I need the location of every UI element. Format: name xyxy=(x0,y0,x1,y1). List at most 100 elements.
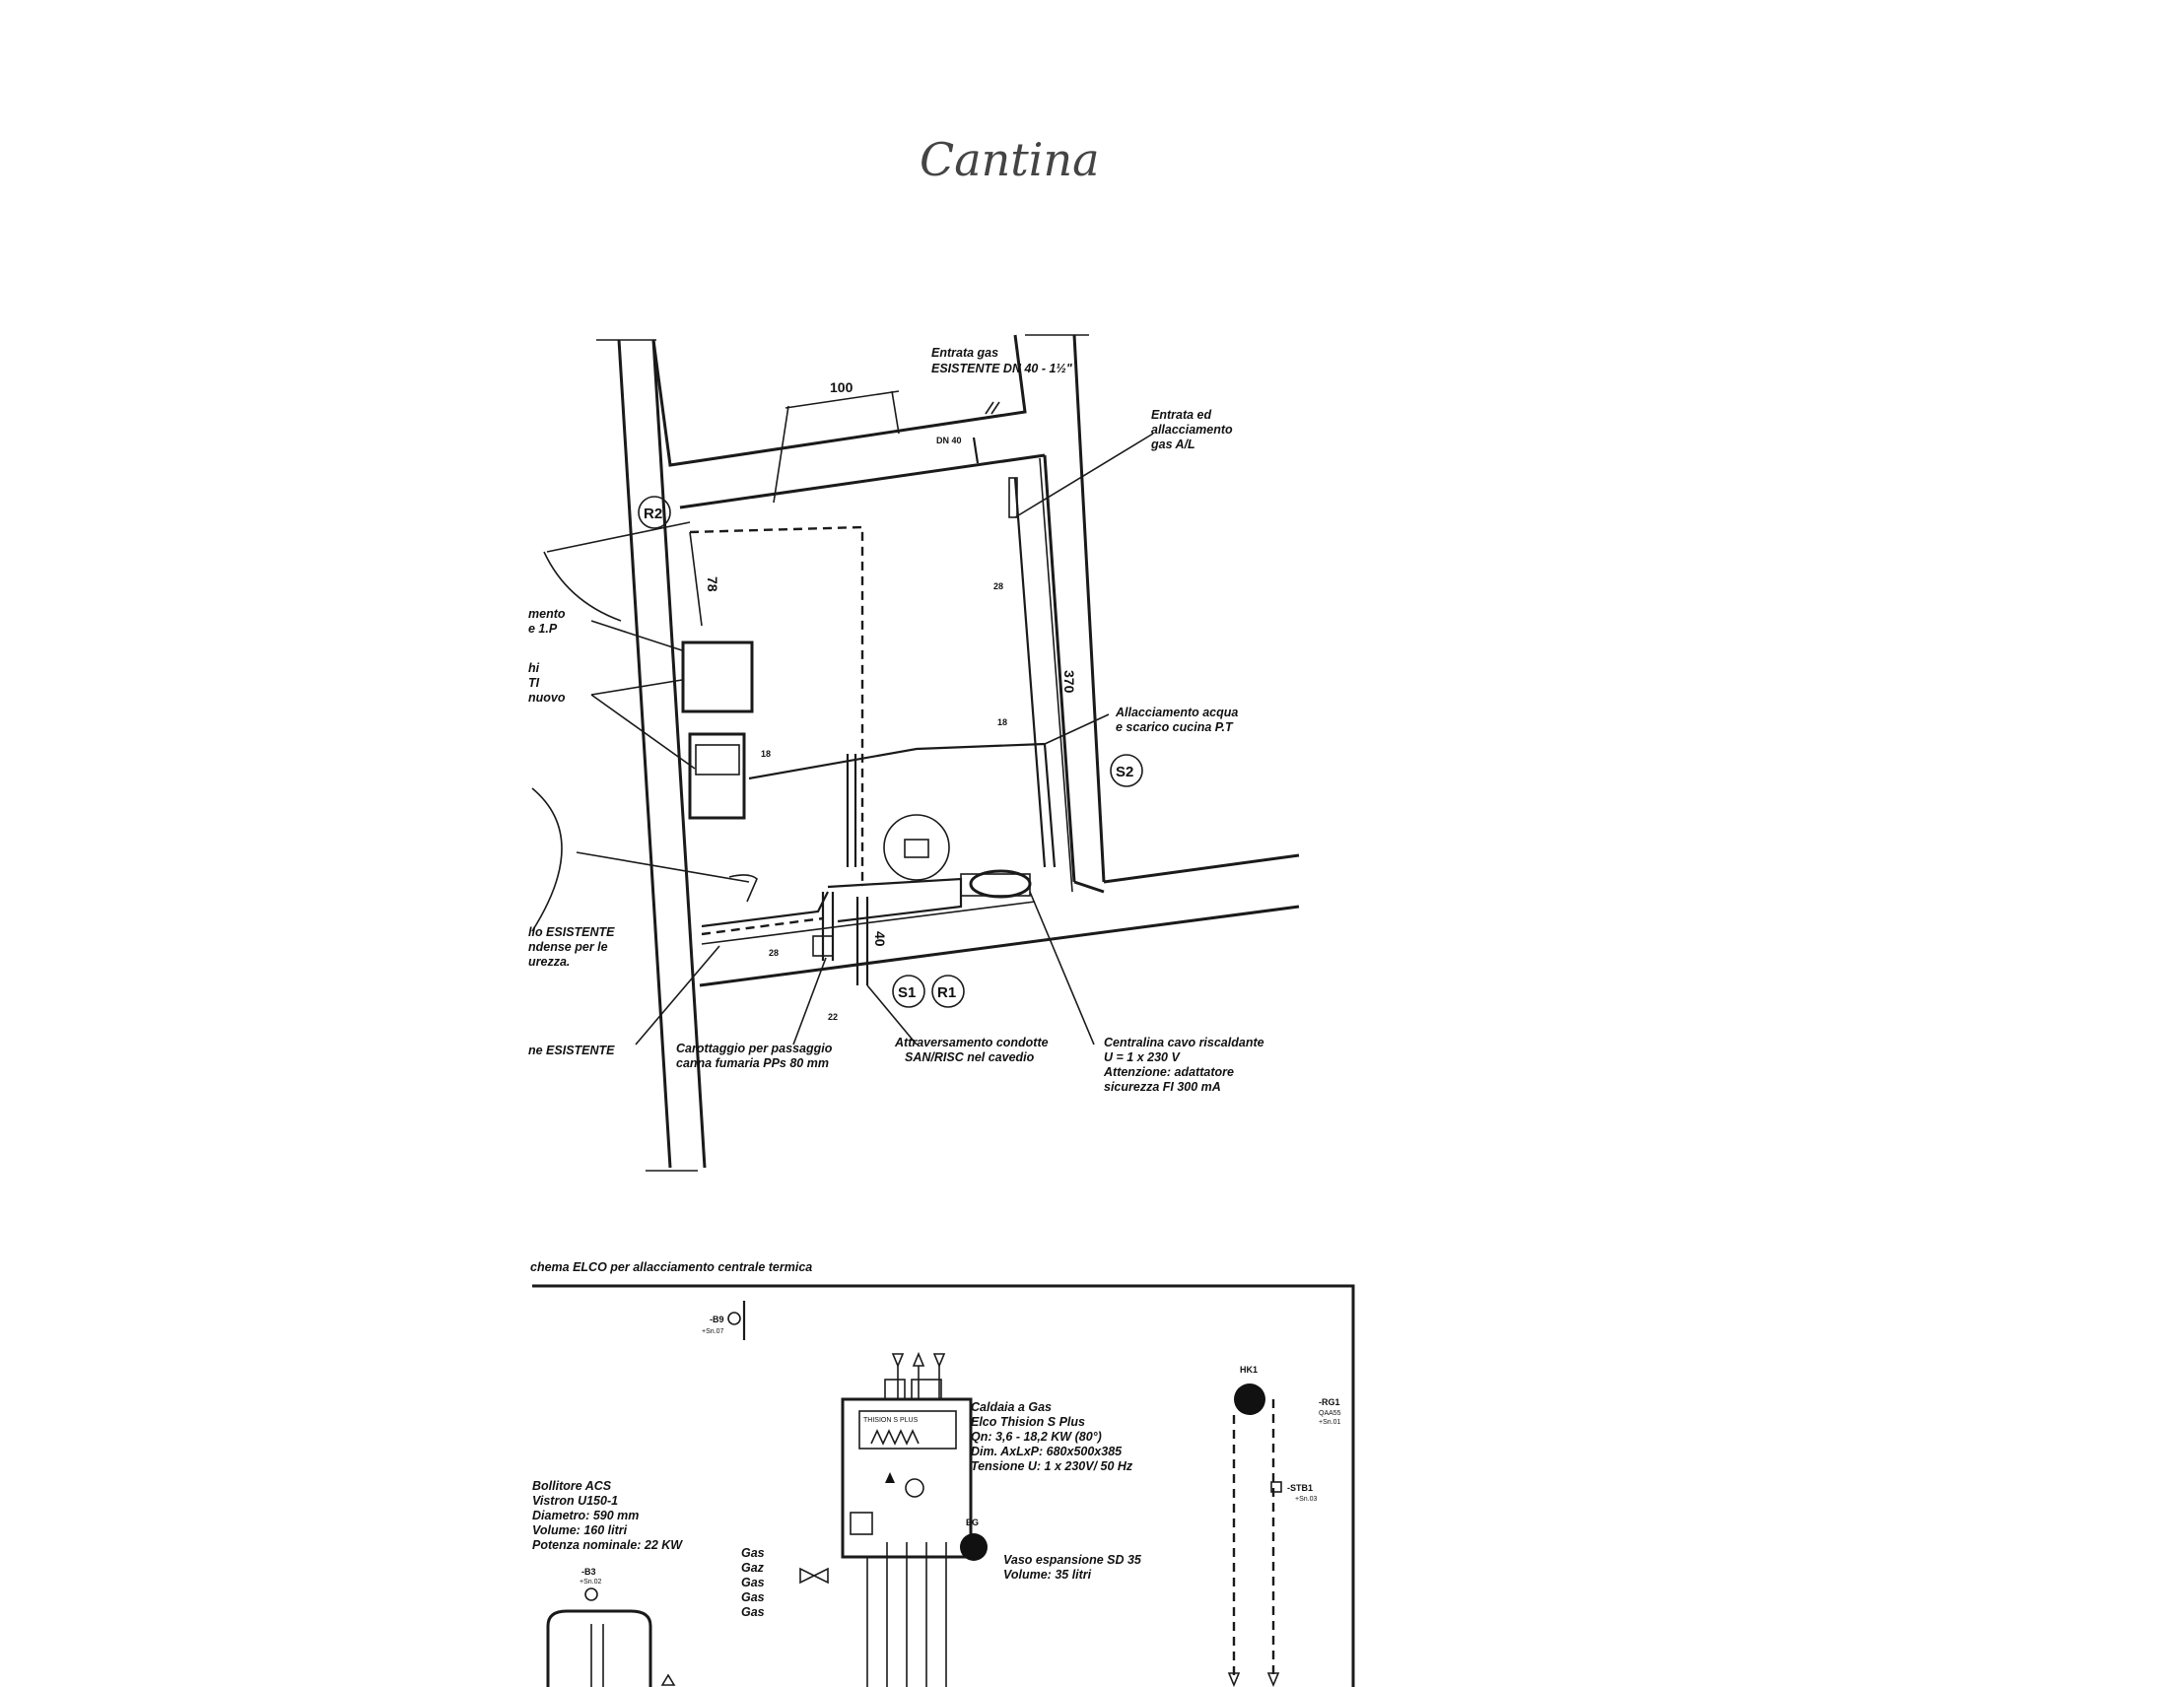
dim100-line xyxy=(785,390,900,409)
scheme-b9-sub: +Sn.07 xyxy=(702,1328,723,1335)
wall-left-outer xyxy=(617,339,672,1169)
label-boiler: Caldaia a Gas Elco Thision S Plus Qn: 3,… xyxy=(971,1400,1133,1473)
pipe-left-to-boiler xyxy=(701,891,829,928)
label-gas-entry: Entrata gas ESISTENTE DN 40 - 1½" xyxy=(931,346,1073,375)
wall-top-inner xyxy=(679,453,1046,509)
wall-bottom xyxy=(699,905,1300,987)
marker-s1: S1 xyxy=(892,975,925,1008)
pipe-18-right: 18 xyxy=(997,717,1007,727)
wall-left-inner xyxy=(651,339,707,1169)
dim-370: 370 xyxy=(1061,670,1077,694)
boiler-block: THISION S PLUS xyxy=(841,1351,973,1687)
left-arc-top xyxy=(543,551,622,622)
dn40-tick-1 xyxy=(985,401,994,415)
b9-sensor-icon xyxy=(727,1312,741,1325)
arrow-down-icon xyxy=(891,1353,905,1369)
wall-right-join xyxy=(1073,880,1105,894)
scheme-rg1: -RG1 xyxy=(1319,1397,1340,1407)
wall-right-outer xyxy=(1072,334,1106,883)
marker-s2: S2 xyxy=(1110,754,1143,787)
label-coring: Carottaggio per passaggio canna fumaria … xyxy=(676,1042,836,1070)
tank-outline xyxy=(546,1609,652,1687)
leader-left-2a xyxy=(590,679,683,696)
dim100-ext-right xyxy=(891,390,900,435)
scheme-frame xyxy=(532,1284,1355,1687)
pipe-28-bottom: 28 xyxy=(769,948,779,958)
heating-unit-box xyxy=(960,873,1031,897)
leader-gas-connection xyxy=(1014,433,1154,518)
scheme-hk1: HK1 xyxy=(1240,1365,1258,1375)
label-tank: Bollitore ACS Vistron U150-1 Diametro: 5… xyxy=(532,1479,683,1552)
expansion-vessel-icon xyxy=(960,1533,988,1561)
hk1-pump-icon xyxy=(1234,1383,1265,1415)
boiler-control-box xyxy=(850,1512,873,1535)
flue-box xyxy=(812,935,834,957)
pipe-28-top: 28 xyxy=(993,581,1003,591)
gas-valve-icon xyxy=(799,1567,816,1585)
dim-100: 100 xyxy=(830,379,853,395)
boiler-top-box xyxy=(904,839,929,858)
pump-icon xyxy=(905,1478,924,1498)
leader-crossing xyxy=(866,984,918,1046)
label-left-cut-2: hi TI nuovo xyxy=(528,661,566,705)
box-lower-inner xyxy=(695,744,740,776)
label-left-cut-3: llo ESISTENTE ndense per le urezza. xyxy=(528,925,618,969)
box-lower xyxy=(688,732,746,820)
arrow-down-icon xyxy=(1266,1672,1280,1687)
wall-right-inner xyxy=(1043,454,1076,883)
label-left-cut-4: ne ESISTENTE xyxy=(528,1044,615,1057)
label-water-connection: Allacciamento acqua e scarico cucina P.T xyxy=(1115,706,1242,734)
label-left-cut-1: mento e 1.P xyxy=(528,607,569,636)
svg-text:S1: S1 xyxy=(898,984,916,1001)
boiler-badge: THISION S PLUS xyxy=(863,1417,919,1424)
dim78-line xyxy=(689,531,703,627)
elco-scheme: chema ELCO per allacciamento centrale te… xyxy=(530,1260,1355,1687)
svg-text:R1: R1 xyxy=(937,984,956,1001)
leader-heating-unit xyxy=(1029,891,1095,1046)
pipe-22: 22 xyxy=(828,1012,838,1022)
burner-zigzag xyxy=(870,1429,920,1446)
scheme-b3-sub: +Sn.02 xyxy=(580,1579,601,1586)
boiler-flue-circle xyxy=(883,814,950,881)
dim100-ext-left xyxy=(773,405,789,504)
marker-r1: R1 xyxy=(931,975,965,1008)
label-gas-connection: Entrata ed allacciamento gas A/L xyxy=(1150,408,1236,451)
arrow-up-icon xyxy=(912,1351,925,1367)
label-vessel: Vaso espansione SD 35 Volume: 35 litri xyxy=(1003,1553,1144,1582)
arrow-up-icon xyxy=(660,1673,676,1686)
wall-right-bottom xyxy=(1103,853,1300,884)
leader-coring xyxy=(792,957,827,1046)
boiler-manifold xyxy=(827,877,963,923)
floor-plan: 100 78 370 DN 40 28 18 18 xyxy=(528,334,1300,1172)
dim370-line xyxy=(1039,457,1073,893)
label-heating-unit: Centralina cavo riscaldante U = 1 x 230 … xyxy=(1103,1036,1267,1094)
scheme-stb1: -STB1 xyxy=(1287,1483,1313,1493)
leader-left-4 xyxy=(635,945,720,1046)
left-arc-bottom xyxy=(531,787,563,932)
handwritten-title: Cantina xyxy=(920,133,1100,186)
arrow-down-icon xyxy=(932,1353,946,1369)
leader-left-1 xyxy=(590,620,683,651)
warning-triangle-icon xyxy=(885,1472,895,1483)
pipe-left-dashed xyxy=(701,916,824,936)
heating-unit-ellipse xyxy=(969,869,1032,899)
scheme-eg: EG xyxy=(966,1518,979,1527)
scheme-b3: -B3 xyxy=(581,1567,596,1577)
scheme-b9: -B9 xyxy=(710,1315,724,1324)
gas-valve-icon-b xyxy=(812,1567,829,1585)
b3-sensor-icon xyxy=(584,1587,598,1601)
svg-text:S2: S2 xyxy=(1116,764,1133,780)
pipe-horizontal-18 xyxy=(748,742,1046,780)
scheme-rg1-sub-1: QAA55 xyxy=(1319,1410,1341,1417)
arrow-down-icon xyxy=(1227,1672,1241,1687)
gas-pipe-right xyxy=(1013,477,1047,868)
boiler-exchanger xyxy=(858,1410,957,1450)
gas-valve-right xyxy=(1008,477,1018,518)
drawing-canvas: Cantina 100 78 370 xyxy=(528,133,1355,1687)
dn40-tick-2 xyxy=(990,401,1000,415)
label-gas-column: Gas Gaz Gas Gas Gas xyxy=(741,1546,768,1619)
svg-text:R2: R2 xyxy=(644,506,662,522)
dim-40: 40 xyxy=(872,931,888,947)
stb1-icon xyxy=(1270,1481,1282,1493)
leader-water xyxy=(1044,713,1110,745)
